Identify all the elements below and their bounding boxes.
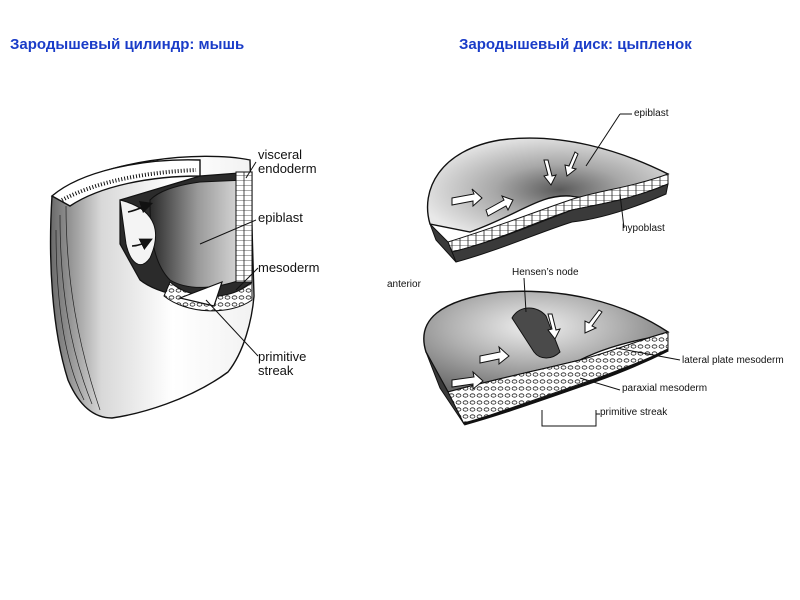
mouse-cylinder-hatching: [55, 205, 101, 411]
mouse-leader-lines: [199, 161, 259, 357]
label-mouse-primitive-streak: primitive streak: [258, 350, 306, 377]
label-chick-paraxial-mesoderm: paraxial mesoderm: [622, 383, 708, 394]
chick-lower-leaders: [523, 277, 681, 427]
mouse-egg-cylinder: [49, 155, 259, 419]
mouse-primitive-streak-wedge: [177, 280, 223, 307]
chick-lower-arrows: [451, 309, 603, 391]
label-chick-epiblast: epiblast: [634, 108, 669, 119]
chick-hensens-node-ridge: [511, 307, 561, 359]
title-mouse: Зародышевый цилиндр: мышь: [10, 36, 245, 53]
title-chick: Зародышевый диск: цыпленок: [459, 36, 692, 53]
label-visceral-endoderm-line2: endoderm: [258, 160, 317, 176]
chick-disk-upper: [426, 113, 670, 263]
label-chick-primitive-streak: primitive streak: [600, 407, 668, 418]
label-visceral-endoderm-line1: visceral: [258, 147, 303, 162]
label-mouse-primitive-streak-line1: primitive: [258, 349, 307, 364]
mouse-epiblast-layer: [149, 179, 247, 288]
chick-upper-leaders: [585, 113, 632, 229]
chick-upper-arrows: [451, 151, 579, 217]
label-mouse-epiblast: epiblast: [258, 210, 303, 225]
label-mouse-primitive-streak-line2: streak: [258, 362, 294, 378]
label-chick-hensens-node: Hensen’s node: [512, 267, 579, 278]
label-visceral-endoderm: visceral endoderm: [258, 148, 317, 175]
label-chick-lateral-plate-mesoderm: lateral plate mesoderm: [682, 355, 784, 366]
chick-upper-hypoblast-section: [451, 183, 669, 263]
label-chick-hypoblast: hypoblast: [622, 223, 665, 234]
label-chick-anterior: anterior: [387, 279, 421, 290]
label-mouse-mesoderm: mesoderm: [258, 260, 320, 275]
chick-disk-lower: [423, 277, 681, 427]
